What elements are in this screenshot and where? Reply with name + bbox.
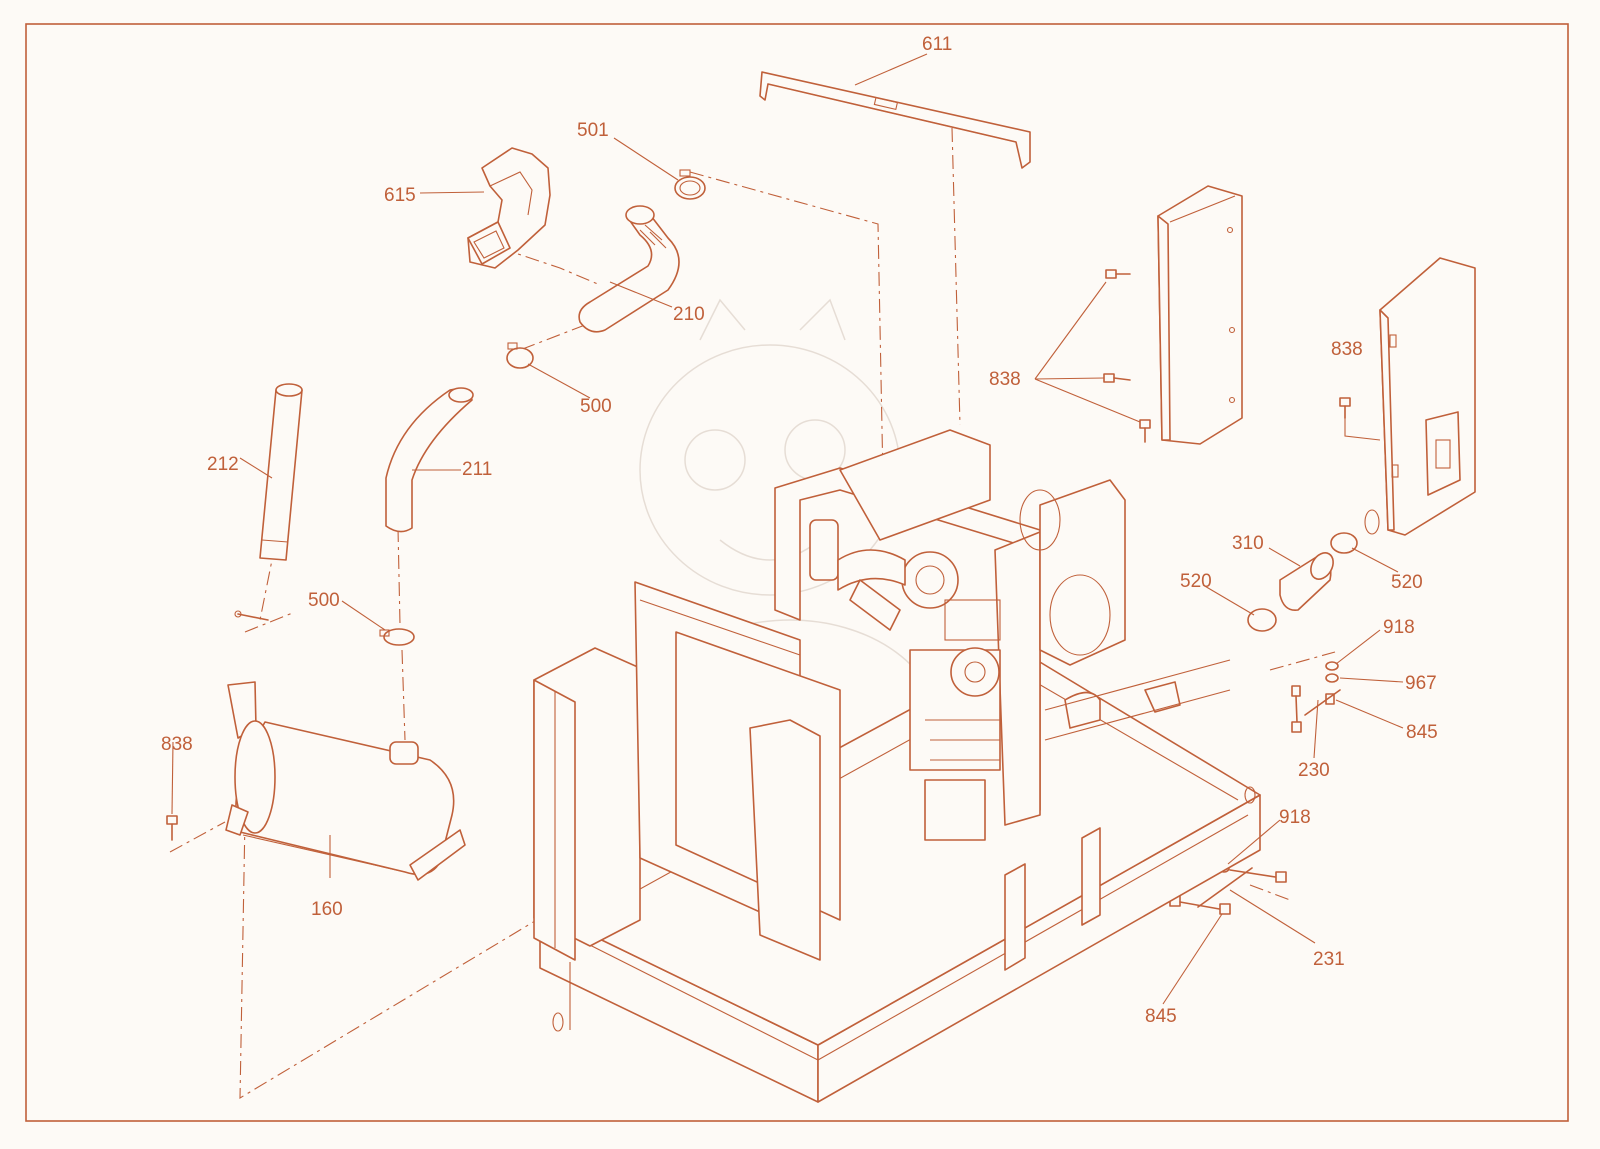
engine-generator-assembly [774,429,1231,841]
label-211: 211 [462,459,492,480]
straight-pipe-212 [259,383,303,561]
label-845-upper: 845 [1406,722,1438,743]
access-door-panel [1364,257,1476,536]
label-230: 230 [1298,760,1330,781]
label-500-lower: 500 [308,590,340,611]
label-838-door: 838 [1331,339,1363,360]
bent-pipe-210 [578,205,680,333]
enclosure-left-wall [533,647,641,961]
hose-clamp-500-lower [379,628,415,646]
side-panel-right [1157,185,1243,445]
label-501: 501 [577,120,609,141]
gasket-520-left [1247,608,1277,632]
enclosure-front-wall [634,581,841,961]
leader-lines [171,53,1404,1005]
coupling-310 [1279,552,1334,612]
muffler-160 [225,681,466,881]
label-231: 231 [1313,949,1345,970]
hardware-upper-right [1291,661,1341,733]
label-838-muffler: 838 [161,734,193,755]
hose-clamp-500-upper [506,342,534,369]
label-212: 212 [207,454,239,475]
bent-hose-211 [385,387,474,533]
label-845-lower: 845 [1145,1006,1177,1027]
label-918-upper: 918 [1383,617,1415,638]
label-918-lower: 918 [1279,807,1311,828]
gasket-520-right [1330,532,1358,554]
stud-bolt-icon [234,610,269,621]
hose-clamp-501 [674,169,706,200]
label-520-right: 520 [1391,572,1423,593]
label-310: 310 [1232,533,1264,554]
square-duct-615 [467,147,551,269]
label-838-panel: 838 [989,369,1021,390]
base-frame [539,649,1261,1103]
label-210: 210 [673,304,705,325]
label-160: 160 [311,899,343,920]
bolt-838-left [166,815,178,841]
label-967: 967 [1405,673,1437,694]
label-615: 615 [384,185,416,206]
label-520-left: 520 [1180,571,1212,592]
drawing-border [25,23,1569,1122]
part-labels: 611 501 615 210 500 212 211 500 838 838 … [161,34,1438,1027]
label-500-upper: 500 [580,396,612,417]
label-611: 611 [922,34,952,55]
top-cross-panel-611 [759,71,1031,169]
